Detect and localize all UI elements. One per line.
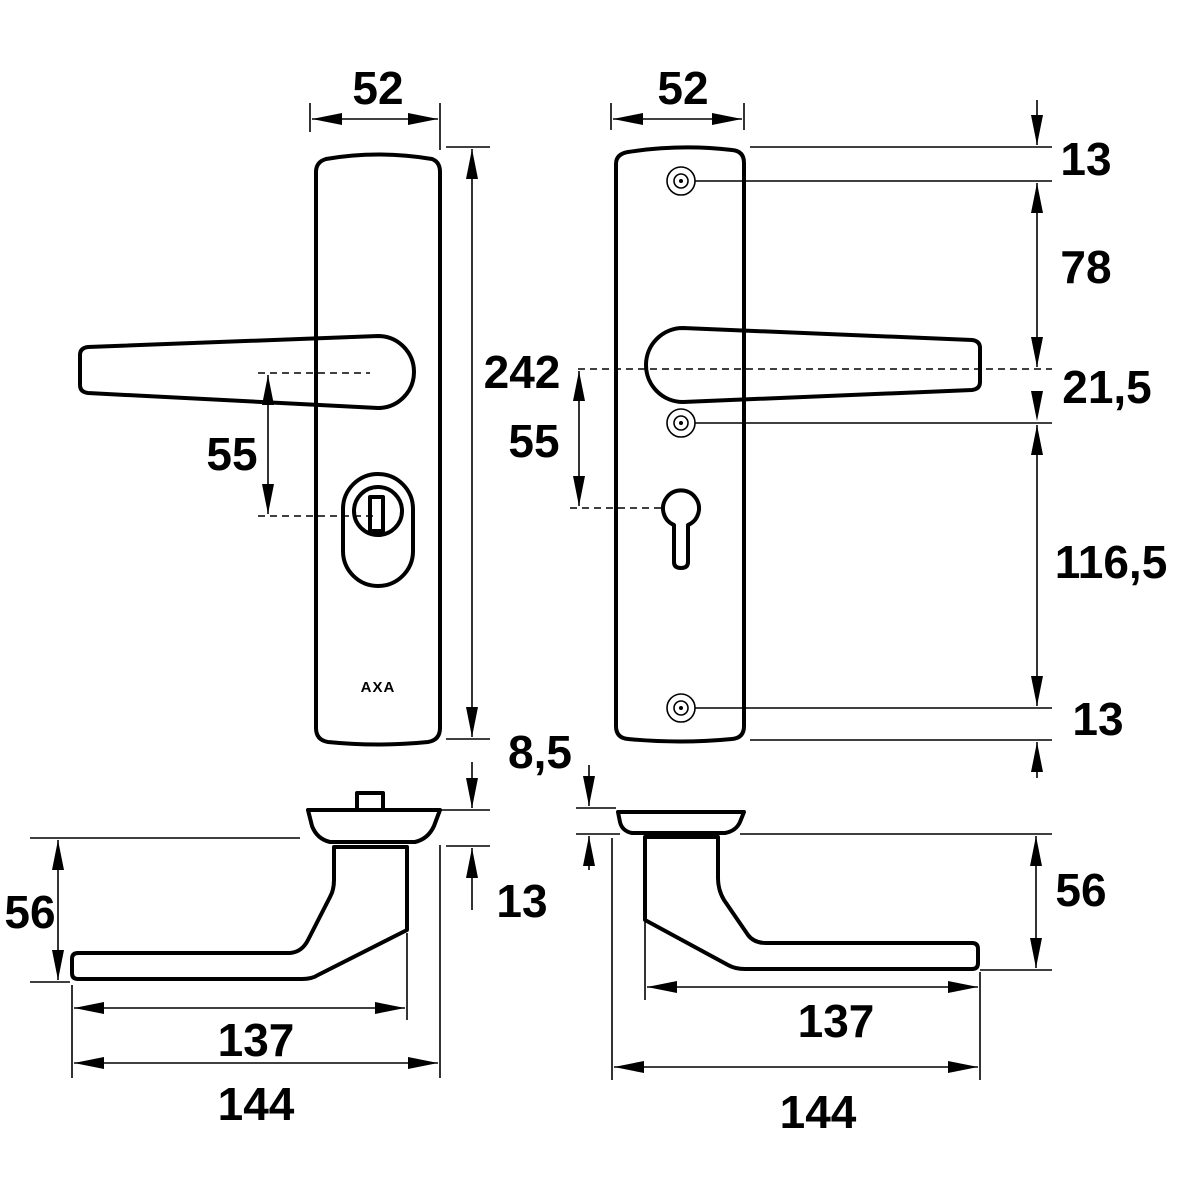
front-cylinder-rosette xyxy=(341,472,415,588)
front-height-label: 242 xyxy=(484,346,561,398)
left-handle-length-label: 137 xyxy=(218,1014,295,1066)
right-handle-length-label: 137 xyxy=(798,995,875,1047)
side-view-right: 8,5 56 137 144 xyxy=(508,726,1107,1138)
back-plate xyxy=(614,145,746,744)
right-total-length-label: 144 xyxy=(780,1086,857,1138)
left-total-length-label: 144 xyxy=(218,1078,295,1130)
front-view: AXA 52 242 55 xyxy=(78,62,561,747)
bottom-offset-label: 13 xyxy=(1072,693,1123,745)
brand-logo: AXA xyxy=(361,679,396,696)
screw-to-screw-label: 116,5 xyxy=(1055,536,1168,588)
back-lever-handle xyxy=(644,326,982,404)
back-view: 52 13 78 21,5 116,5 13 55 xyxy=(508,62,1167,778)
screw-to-handle-label: 78 xyxy=(1060,241,1111,293)
front-plate xyxy=(314,152,442,747)
right-lever-side xyxy=(643,835,980,971)
right-rosette-thickness-label: 8,5 xyxy=(508,726,572,778)
top-offset-label: 13 xyxy=(1060,133,1111,185)
back-cylinder-distance-label: 55 xyxy=(508,415,559,467)
left-rosette-thickness-label: 13 xyxy=(496,875,547,927)
front-width-label: 52 xyxy=(352,62,403,114)
left-lever-side xyxy=(70,845,409,981)
side-view-left: 56 13 137 144 xyxy=(4,762,548,1130)
front-cylinder-slot xyxy=(368,495,385,533)
left-rosette xyxy=(306,808,442,844)
left-handle-height-label: 56 xyxy=(4,886,55,938)
right-handle-height-label: 56 xyxy=(1055,864,1106,916)
front-lever-handle xyxy=(78,334,416,410)
handle-to-screw-label: 21,5 xyxy=(1062,361,1152,413)
front-cylinder-knob xyxy=(352,485,404,537)
front-cylinder-distance-label: 55 xyxy=(206,428,257,480)
right-rosette xyxy=(616,810,746,835)
left-thumbturn xyxy=(355,791,385,812)
keyhole-icon xyxy=(661,488,701,570)
back-width-label: 52 xyxy=(657,62,708,114)
